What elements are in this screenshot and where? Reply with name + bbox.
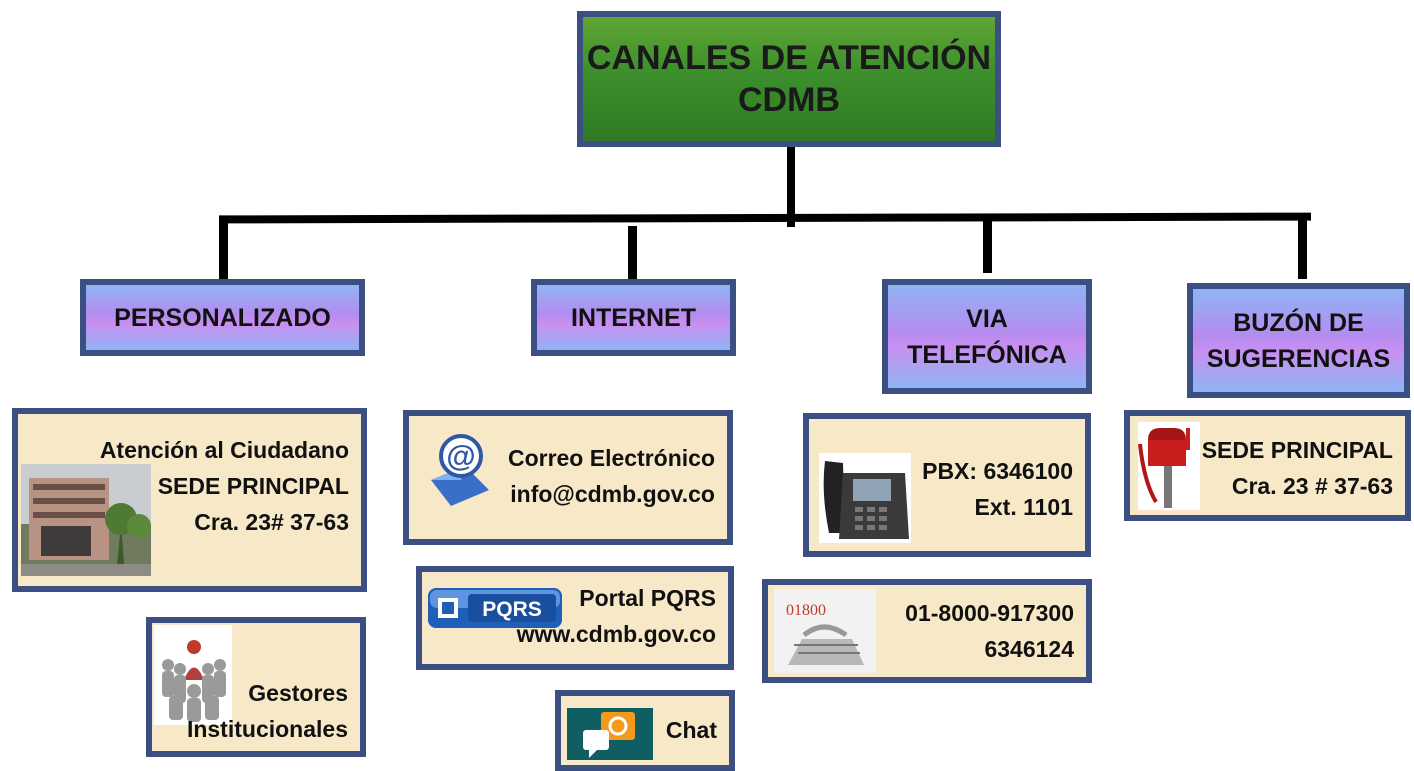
- card-buzon-sede: SEDE PRINCIPAL Cra. 23 # 37-63: [1124, 410, 1411, 521]
- category-internet: INTERNET: [531, 279, 736, 356]
- building-photo: [21, 464, 151, 576]
- category-label: INTERNET: [571, 303, 696, 332]
- card-text: Cra. 23 # 37-63: [1231, 473, 1393, 499]
- category-label: BUZÓN DE: [1233, 308, 1364, 337]
- toll-free-phone-icon: 01800: [774, 589, 876, 673]
- card-gestores: Gestores Institucionales: [146, 617, 366, 757]
- category-label: TELEFÓNICA: [907, 340, 1067, 369]
- card-correo: @ Correo Electrónico info@cdmb.gov.co: [403, 410, 733, 545]
- card-linea-gratuita: 01800 01-8000-917300 6346124: [762, 579, 1092, 683]
- card-text: Portal PQRS: [579, 585, 716, 611]
- card-text: 6346124: [984, 636, 1074, 662]
- card-text: SEDE PRINCIPAL: [157, 473, 349, 499]
- category-personalizado: PERSONALIZADO: [80, 279, 365, 356]
- card-pqrs: PQRS Portal PQRS www.cdmb.gov.co: [416, 566, 734, 670]
- card-text: Atención al Ciudadano: [99, 437, 349, 463]
- pqrs-icon: PQRS: [428, 588, 562, 628]
- card-text: Correo Electrónico: [507, 445, 715, 471]
- desk-phone-icon: [819, 453, 911, 543]
- pqrs-icon-text: PQRS: [482, 598, 542, 621]
- connector-telefonica: [983, 216, 992, 273]
- category-telefonica: VIA TELEFÓNICA: [882, 279, 1092, 394]
- card-text: www.cdmb.gov.co: [516, 621, 716, 647]
- card-atencion-ciudadano: Atención al Ciudadano SEDE PRINCIPAL Cra…: [12, 408, 367, 592]
- root-title-line1: CANALES DE ATENCIÓN: [586, 39, 992, 77]
- toll-free-icon-text: 01800: [786, 602, 826, 619]
- connector-internet: [628, 226, 637, 283]
- card-text: Institucionales: [186, 716, 348, 742]
- card-text: Ext. 1101: [974, 494, 1073, 520]
- card-chat: Chat: [555, 690, 735, 771]
- card-text: Chat: [665, 717, 717, 743]
- card-text: SEDE PRINCIPAL: [1201, 437, 1393, 463]
- connector-root-stem: [787, 143, 795, 227]
- root-title-line2: CDMB: [738, 81, 840, 119]
- connector-buzon: [1298, 216, 1307, 279]
- email-icon: @: [425, 430, 495, 514]
- category-label: SUGERENCIAS: [1206, 344, 1391, 373]
- card-text: 01-8000-917300: [905, 600, 1074, 626]
- mailbox-icon: [1138, 422, 1200, 510]
- card-text: Cra. 23# 37-63: [194, 509, 349, 535]
- card-text: Gestores: [248, 680, 348, 706]
- card-text: PBX: 6346100: [922, 458, 1073, 484]
- connector-horizontal: [218, 212, 1312, 224]
- category-buzon: BUZÓN DE SUGERENCIAS: [1187, 283, 1410, 398]
- root-node-canales: CANALES DE ATENCIÓN CDMB: [577, 11, 1001, 147]
- category-label: PERSONALIZADO: [114, 303, 331, 332]
- chat-icon: [567, 708, 653, 760]
- card-pbx: PBX: 6346100 Ext. 1101: [803, 413, 1091, 557]
- card-text: info@cdmb.gov.co: [510, 481, 715, 507]
- category-label: VIA: [966, 304, 1008, 333]
- people-group-icon: [154, 625, 232, 725]
- connector-personalizado: [219, 220, 228, 283]
- svg-text:@: @: [446, 440, 475, 473]
